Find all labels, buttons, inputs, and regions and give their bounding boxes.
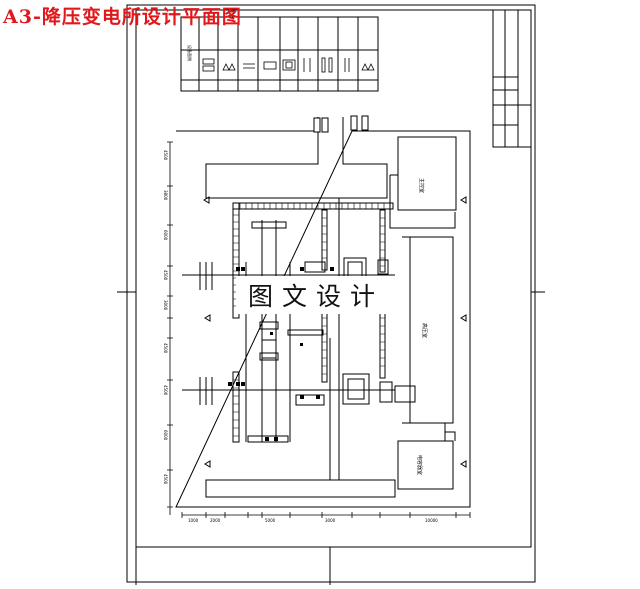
- svg-text:1000: 1000: [188, 518, 199, 523]
- title-block: [492, 9, 532, 148]
- svg-text:2000: 2000: [210, 518, 221, 523]
- svg-text:6000: 6000: [163, 430, 168, 441]
- high-voltage-room: [409, 236, 454, 424]
- svg-text:4500: 4500: [163, 270, 168, 281]
- svg-text:3000: 3000: [163, 300, 168, 311]
- site-enclosure: [175, 130, 471, 508]
- svg-text:设备图例: 设备图例: [187, 45, 193, 61]
- svg-text:4500: 4500: [163, 150, 168, 161]
- svg-text:5000: 5000: [265, 518, 276, 523]
- svg-text:6000: 6000: [163, 230, 168, 241]
- watermark-label: 图文设计: [236, 276, 396, 314]
- access-road-bottom: [205, 479, 396, 498]
- fence-top: [232, 202, 394, 210]
- svg-text:4500: 4500: [163, 385, 168, 396]
- capacitor-room: [397, 440, 454, 490]
- svg-text:4500: 4500: [163, 474, 168, 485]
- access-road-top: [205, 117, 388, 199]
- svg-text:4500: 4500: [163, 343, 168, 354]
- svg-text:3000: 3000: [325, 518, 336, 523]
- drawing-title: A3-降压变电所设计平面图: [3, 6, 242, 28]
- svg-text:3800: 3800: [163, 190, 168, 201]
- outer-border: [126, 4, 536, 583]
- inner-border: [135, 9, 532, 548]
- svg-text:10000: 10000: [425, 518, 438, 523]
- main-control-room: [397, 136, 457, 211]
